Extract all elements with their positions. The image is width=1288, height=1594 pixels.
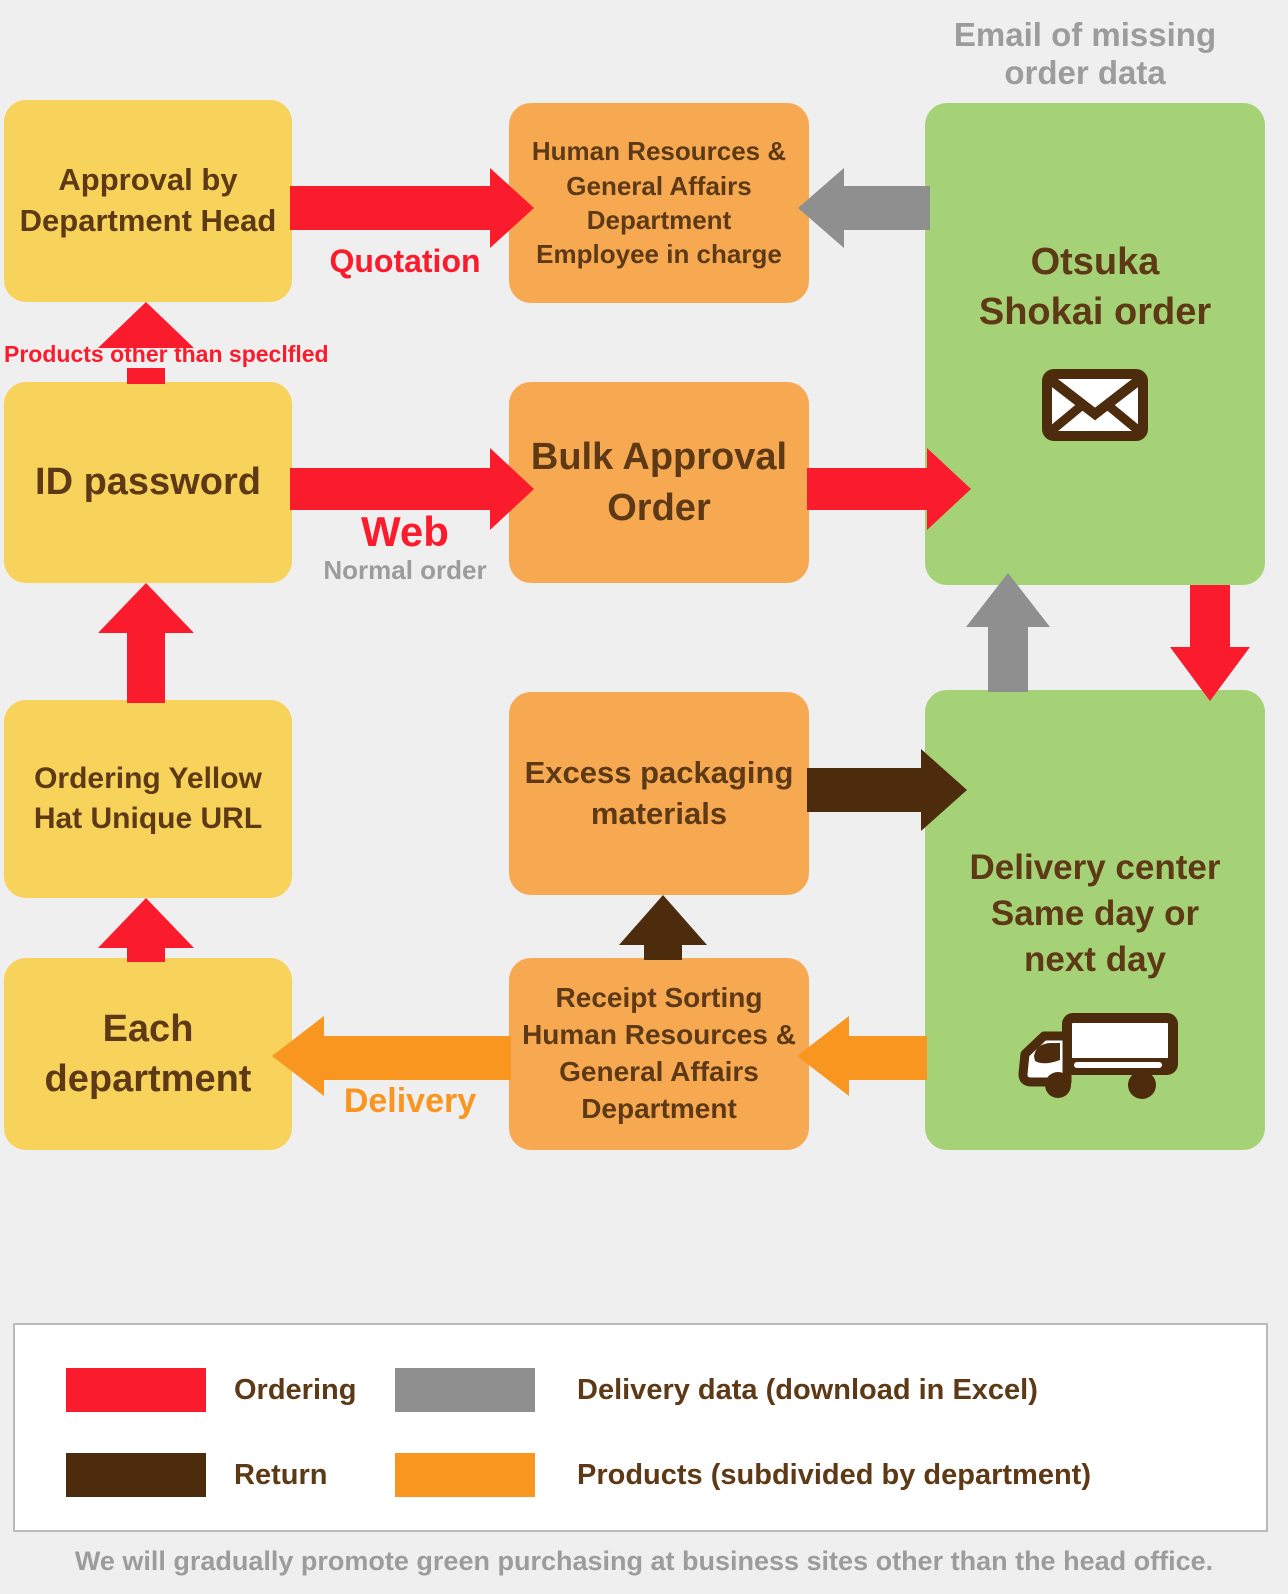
node-hr-line2: General Affairs [566, 170, 752, 201]
envelope-icon [1042, 369, 1148, 451]
node-bulk-approval: Bulk Approval Order [509, 382, 809, 583]
arrow-return-h-head [921, 749, 967, 831]
node-receipt-line1: Receipt Sorting [555, 982, 763, 1014]
node-otsuka-line1: Otsuka [1030, 240, 1160, 283]
arrow-order-down-head [1170, 647, 1250, 701]
arrow-products-to-receipt-shaft [849, 1036, 927, 1080]
arrow-web-head [490, 448, 534, 530]
arrow-up-eachdept-shaft [127, 948, 165, 962]
truck-icon [1010, 1012, 1180, 1109]
node-receipt-line4: Department [581, 1092, 737, 1124]
legend-swatch-delivery-data [395, 1368, 535, 1412]
email-missing-line2: order data [1004, 53, 1166, 91]
node-excess-line1: Excess packaging [524, 754, 794, 790]
node-receipt-line3: General Affairs [559, 1056, 759, 1087]
node-delivery-center-line3: next day [1024, 940, 1166, 980]
arrow-up-url-head [98, 583, 194, 633]
arrow-return-v-shaft [644, 945, 682, 960]
node-receipt-line2: Human Resources & [522, 1019, 796, 1051]
node-excess-line2: materials [590, 795, 728, 831]
node-otsuka-order: Otsuka Shokai order [925, 103, 1265, 585]
node-delivery-center-line1: Delivery center [969, 848, 1221, 887]
node-delivery-center: Delivery center Same day or next day [925, 690, 1265, 1150]
footer-note: We will gradually promote green purchasi… [74, 1546, 1214, 1576]
legend-swatch-return [66, 1453, 206, 1497]
legend-swatch-ordering [66, 1368, 206, 1412]
node-bulk-line1: Bulk Approval [530, 436, 788, 479]
node-id-password: ID password [4, 382, 292, 583]
node-approval: Approval by Department Head [4, 100, 292, 302]
email-missing-line1: Email of missing [953, 16, 1217, 53]
node-each-department: Each department [4, 958, 292, 1150]
node-hr-line4: Employee in charge [536, 239, 782, 270]
node-id-password-line1: ID password [35, 461, 261, 504]
arrow-quotation-shaft [290, 186, 502, 230]
node-approval-line2: Department Head [19, 203, 277, 238]
node-hr-dept: Human Resources & General Affairs Depart… [509, 103, 809, 303]
arrow-up-eachdept-head [98, 898, 194, 948]
arrow-products-to-dept-head [272, 1016, 324, 1096]
arrow-up-url-shaft [127, 633, 165, 703]
node-bulk-line2: Order [607, 486, 711, 529]
arrow-web-shaft [290, 468, 502, 510]
arrow-quotation-head [490, 168, 534, 248]
node-hr-line1: Human Resources & [531, 136, 787, 167]
node-hr-line3: Department [586, 205, 732, 235]
node-excess-packaging: Excess packaging materials [509, 692, 809, 895]
arrow-products-other-head [98, 302, 194, 348]
products-other-label: Products other than speclfled [4, 341, 329, 367]
node-yellow-hat-line1: Ordering Yellow [34, 762, 262, 796]
arrow-products-to-receipt-head [797, 1016, 849, 1096]
quotation-label: Quotation [329, 243, 481, 279]
email-missing-label: Email of missing order data [880, 16, 1288, 92]
node-yellow-hat-url: Ordering Yellow Hat Unique URL [4, 700, 292, 898]
node-yellow-hat-line2: Hat Unique URL [33, 802, 263, 835]
node-each-dept-line1: Each [102, 1007, 194, 1050]
node-otsuka-line2: Shokai order [978, 291, 1212, 333]
legend-label-delivery-data: Delivery data (download in Excel) [577, 1374, 1038, 1406]
web-label: Web [361, 508, 449, 555]
arrow-missing-data-up-head [966, 573, 1050, 627]
legend-label-ordering: Ordering [234, 1374, 357, 1406]
arrow-products-to-dept-shaft [324, 1036, 511, 1080]
legend-label-products: Products (subdivided by department) [577, 1459, 1091, 1491]
normal-order-label: Normal order [323, 555, 487, 585]
arrow-bulk-to-otsuka-shaft [807, 468, 929, 510]
arrow-missing-data-left-shaft [844, 186, 930, 230]
arrow-order-down-shaft [1190, 585, 1230, 647]
node-delivery-center-line2: Same day or [990, 894, 1200, 934]
arrow-products-other-tail [127, 368, 165, 384]
arrow-return-h-shaft [807, 768, 921, 812]
legend-box: Ordering Delivery data (download in Exce… [13, 1323, 1268, 1532]
arrow-bulk-to-otsuka-head [927, 448, 971, 530]
node-receipt-sorting: Receipt Sorting Human Resources & Genera… [509, 958, 809, 1150]
node-each-dept-line2: department [44, 1058, 252, 1100]
arrow-return-v-head [619, 895, 707, 945]
arrow-missing-data-up-shaft [988, 627, 1028, 692]
delivery-label: Delivery [343, 1082, 477, 1120]
arrow-missing-data-left-head [798, 168, 844, 248]
legend-label-return: Return [234, 1459, 328, 1491]
legend-swatch-products [395, 1453, 535, 1497]
node-approval-line1: Approval by [58, 162, 238, 198]
